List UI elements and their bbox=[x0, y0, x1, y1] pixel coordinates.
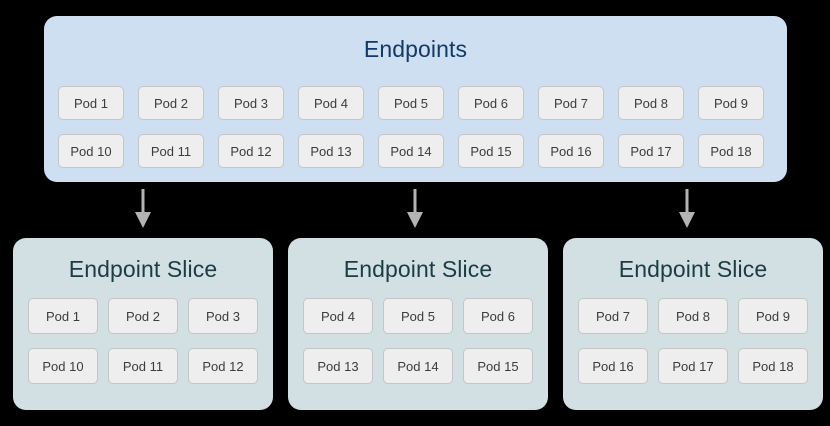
pod-chip[interactable]: Pod 18 bbox=[738, 348, 808, 384]
endpoint-slice-panel-3: Endpoint Slice Pod 7 Pod 8 Pod 9 Pod 16 … bbox=[563, 238, 823, 410]
pod-chip[interactable]: Pod 14 bbox=[383, 348, 453, 384]
pod-chip[interactable]: Pod 1 bbox=[28, 298, 98, 334]
endpoint-slice-panel-1: Endpoint Slice Pod 1 Pod 2 Pod 3 Pod 10 … bbox=[13, 238, 273, 410]
endpoints-pod-row-2: Pod 10 Pod 11 Pod 12 Pod 13 Pod 14 Pod 1… bbox=[58, 134, 764, 168]
pod-chip[interactable]: Pod 3 bbox=[218, 86, 284, 120]
slice-pod-row-2: Pod 13 Pod 14 Pod 15 bbox=[303, 348, 533, 384]
slice-pod-row-2: Pod 16 Pod 17 Pod 18 bbox=[578, 348, 808, 384]
pod-chip[interactable]: Pod 11 bbox=[108, 348, 178, 384]
pod-chip[interactable]: Pod 6 bbox=[463, 298, 533, 334]
endpoints-panel: Endpoints Pod 1 Pod 2 Pod 3 Pod 4 Pod 5 … bbox=[44, 16, 787, 182]
pod-chip[interactable]: Pod 7 bbox=[578, 298, 648, 334]
pod-chip[interactable]: Pod 6 bbox=[458, 86, 524, 120]
endpoints-title: Endpoints bbox=[363, 36, 468, 62]
pod-chip[interactable]: Pod 5 bbox=[378, 86, 444, 120]
slice-pod-row-1: Pod 7 Pod 8 Pod 9 bbox=[578, 298, 808, 334]
pod-chip[interactable]: Pod 16 bbox=[578, 348, 648, 384]
pod-chip[interactable]: Pod 17 bbox=[658, 348, 728, 384]
pod-chip[interactable]: Pod 14 bbox=[378, 134, 444, 168]
pod-chip[interactable]: Pod 13 bbox=[298, 134, 364, 168]
pod-chip[interactable]: Pod 13 bbox=[303, 348, 373, 384]
pod-chip[interactable]: Pod 16 bbox=[538, 134, 604, 168]
arrow-down-icon bbox=[407, 189, 423, 228]
slice-pod-row-2: Pod 10 Pod 11 Pod 12 bbox=[28, 348, 258, 384]
pod-chip[interactable]: Pod 1 bbox=[58, 86, 124, 120]
pod-chip[interactable]: Pod 18 bbox=[698, 134, 764, 168]
pod-chip[interactable]: Pod 11 bbox=[138, 134, 204, 168]
endpoint-slice-panel-2: Endpoint Slice Pod 4 Pod 5 Pod 6 Pod 13 … bbox=[288, 238, 548, 410]
arrow-down-icon bbox=[679, 189, 695, 228]
pod-chip[interactable]: Pod 2 bbox=[138, 86, 204, 120]
pod-chip[interactable]: Pod 5 bbox=[383, 298, 453, 334]
pod-chip[interactable]: Pod 2 bbox=[108, 298, 178, 334]
pod-chip[interactable]: Pod 8 bbox=[618, 86, 684, 120]
pod-chip[interactable]: Pod 4 bbox=[303, 298, 373, 334]
pod-chip[interactable]: Pod 3 bbox=[188, 298, 258, 334]
pod-chip[interactable]: Pod 15 bbox=[458, 134, 524, 168]
pod-chip[interactable]: Pod 9 bbox=[698, 86, 764, 120]
arrow-down-icon bbox=[135, 189, 151, 228]
pod-chip[interactable]: Pod 17 bbox=[618, 134, 684, 168]
pod-chip[interactable]: Pod 8 bbox=[658, 298, 728, 334]
pod-chip[interactable]: Pod 12 bbox=[218, 134, 284, 168]
pod-chip[interactable]: Pod 9 bbox=[738, 298, 808, 334]
pod-chip[interactable]: Pod 15 bbox=[463, 348, 533, 384]
endpoint-slice-title: Endpoint Slice bbox=[343, 256, 493, 282]
slice-pod-row-1: Pod 4 Pod 5 Pod 6 bbox=[303, 298, 533, 334]
pod-chip[interactable]: Pod 4 bbox=[298, 86, 364, 120]
pod-chip[interactable]: Pod 10 bbox=[58, 134, 124, 168]
pod-chip[interactable]: Pod 7 bbox=[538, 86, 604, 120]
slice-pod-row-1: Pod 1 Pod 2 Pod 3 bbox=[28, 298, 258, 334]
pod-chip[interactable]: Pod 12 bbox=[188, 348, 258, 384]
endpoint-slice-title: Endpoint Slice bbox=[68, 256, 218, 282]
endpoints-pod-row-1: Pod 1 Pod 2 Pod 3 Pod 4 Pod 5 Pod 6 Pod … bbox=[58, 86, 764, 120]
pod-chip[interactable]: Pod 10 bbox=[28, 348, 98, 384]
endpoint-slice-title: Endpoint Slice bbox=[618, 256, 768, 282]
